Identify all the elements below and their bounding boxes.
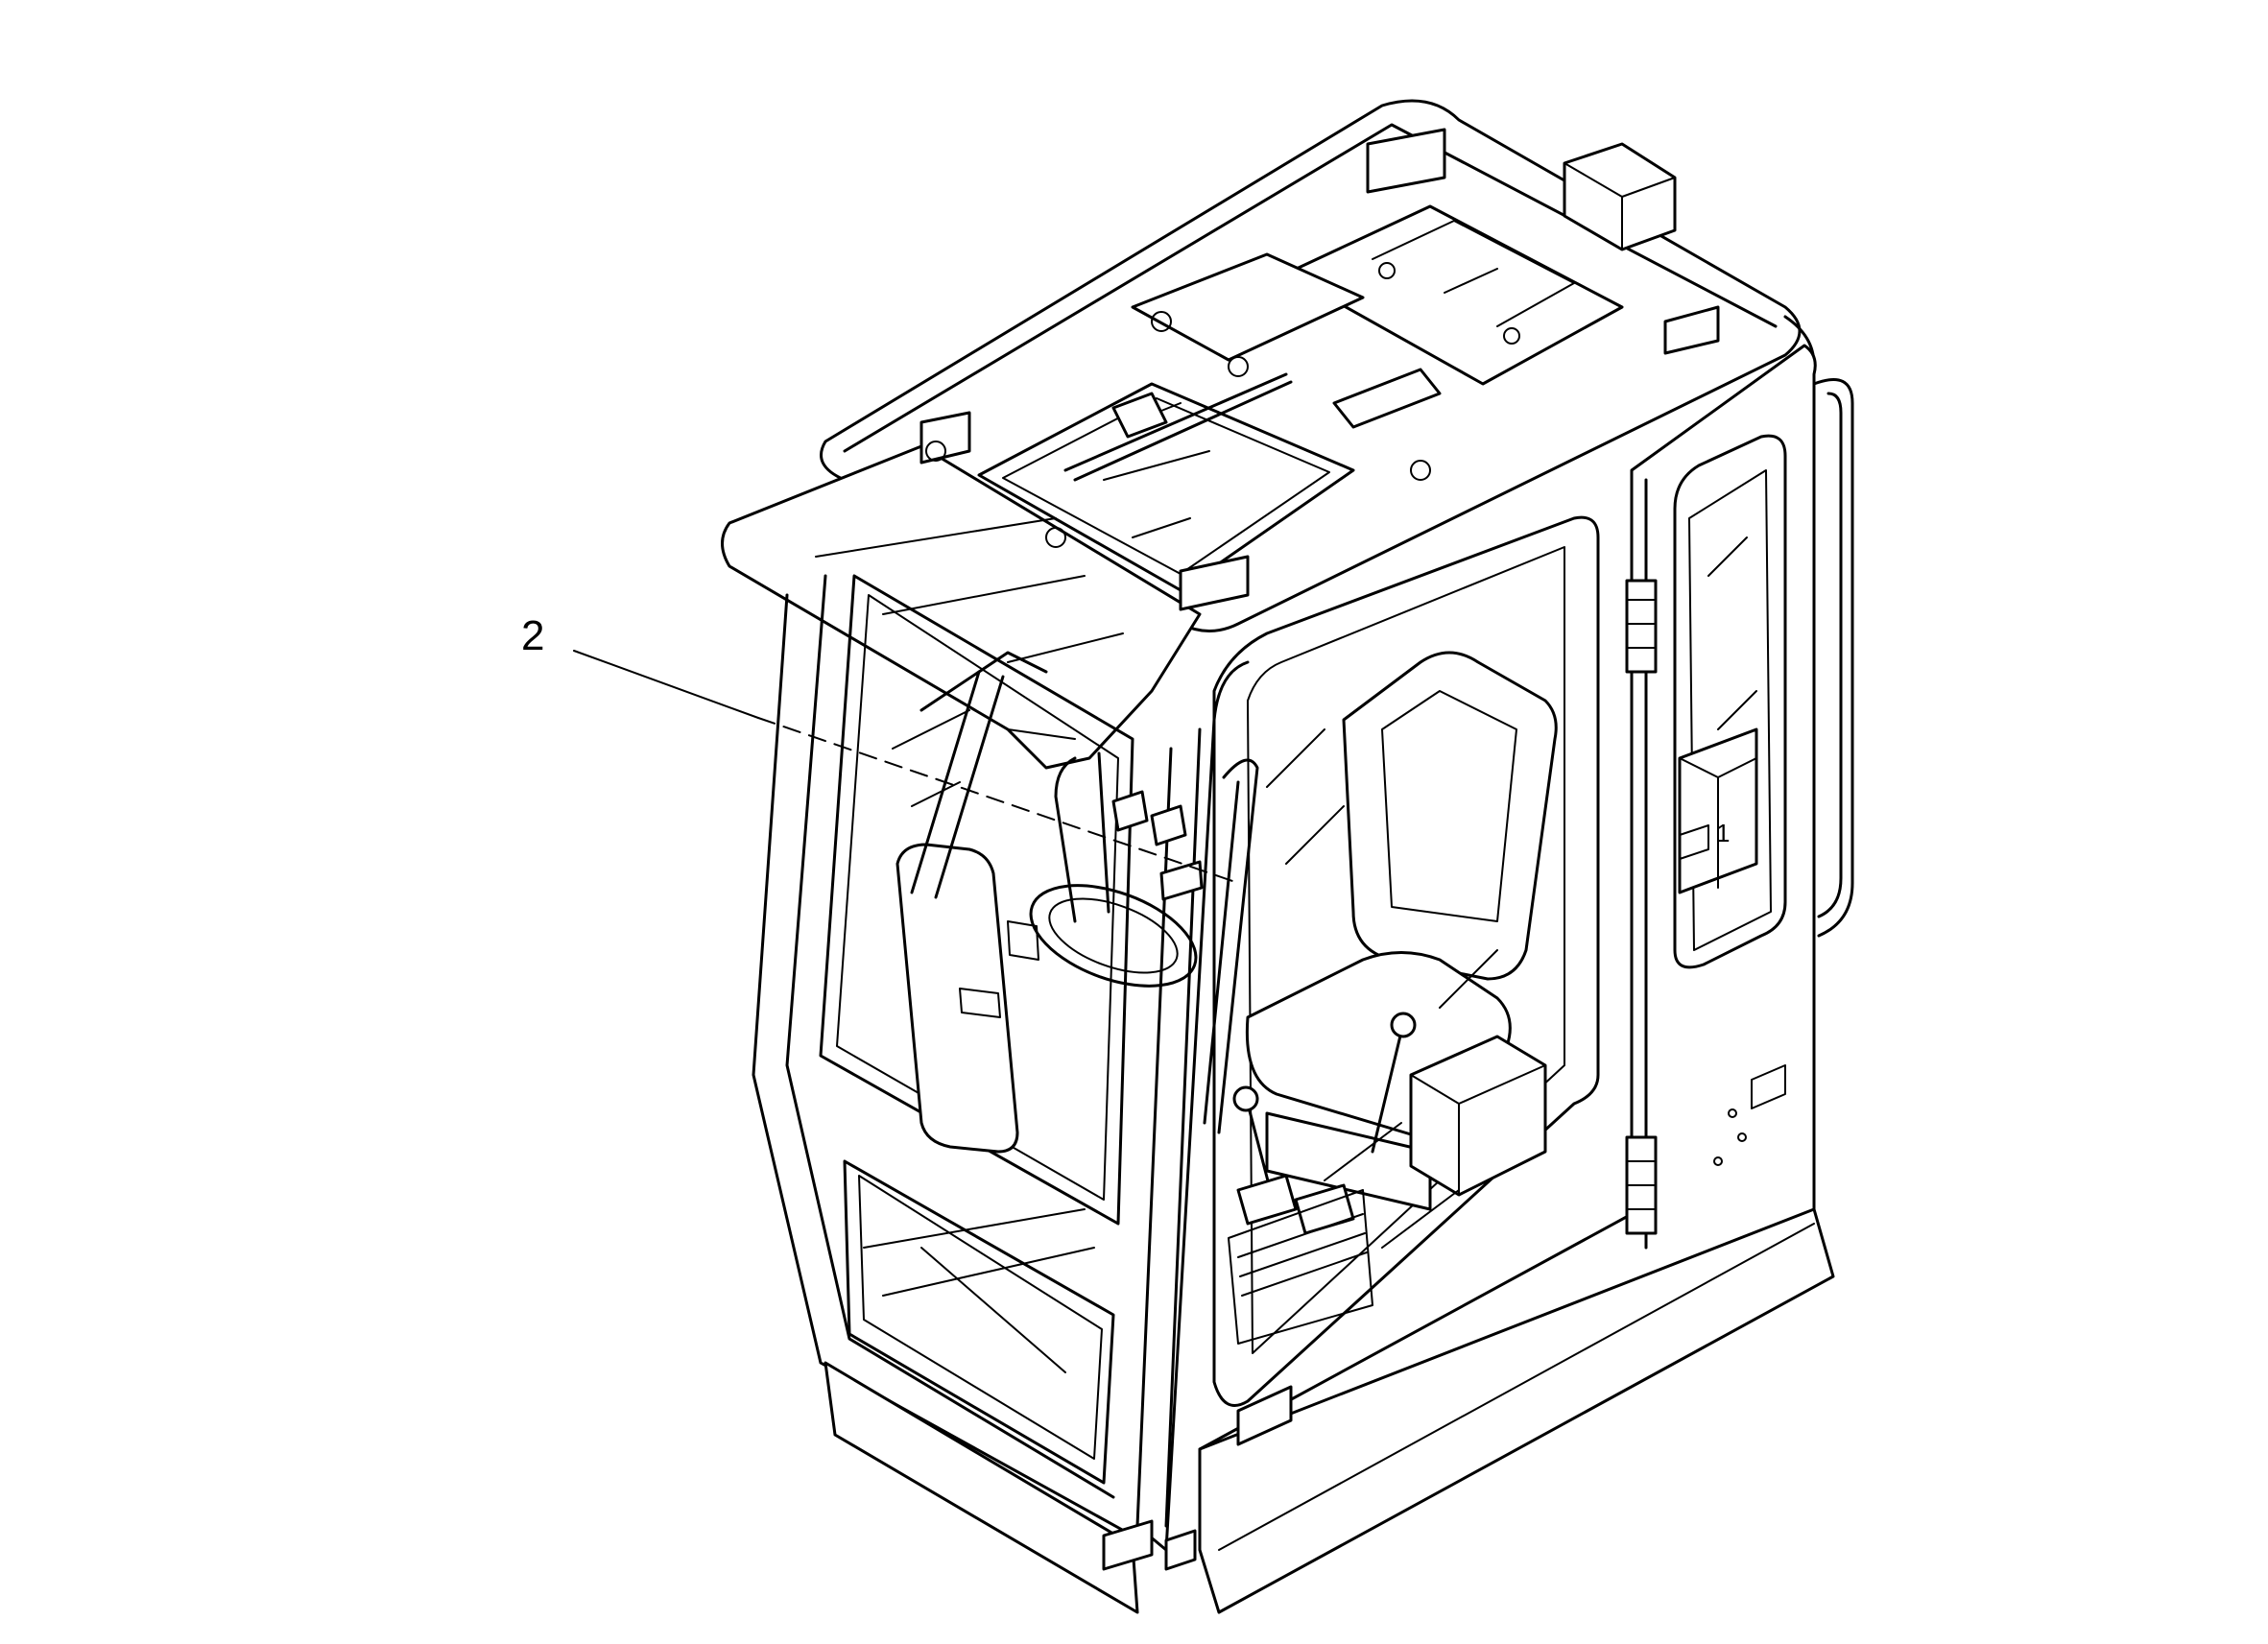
cab-roof [721,99,1816,962]
callout-2-label: 2 [521,612,544,659]
callout-1: 1 [1716,819,1730,847]
callout-2: 2 [521,612,1239,884]
cab-interior [815,517,1758,1373]
callout-1-label: 1 [1716,819,1730,847]
cab-front-frame [752,515,1600,1614]
